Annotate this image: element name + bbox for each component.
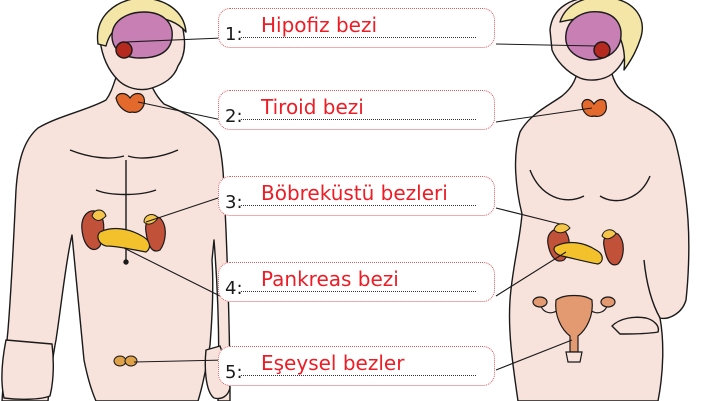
answer-text: Eşeysel bezler	[261, 351, 404, 375]
answer-line	[241, 375, 476, 376]
label-box-4: 4: Pankreas bezi	[218, 262, 495, 302]
female-figure	[509, 0, 688, 401]
label-box-5: 5: Eşeysel bezler	[218, 346, 495, 386]
male-navel	[124, 260, 128, 264]
label-number: 5:	[225, 362, 243, 383]
answer-line	[241, 37, 476, 38]
label-number: 2:	[225, 106, 243, 127]
female-brain	[566, 12, 621, 60]
male-left-hand	[2, 340, 53, 399]
label-number: 3:	[225, 192, 243, 213]
label-box-3: 3: Böbreküstü bezleri	[218, 176, 495, 216]
answer-line	[241, 291, 476, 292]
male-figure	[2, 0, 230, 401]
answer-text: Böbreküstü bezleri	[261, 181, 448, 205]
label-box-1: 1: Hipofiz bezi	[218, 8, 495, 48]
female-pituitary-gland	[594, 42, 610, 58]
label-box-2: 2: Tiroid bezi	[218, 90, 495, 130]
answer-line	[241, 205, 476, 206]
answer-text: Pankreas bezi	[261, 267, 399, 291]
male-pituitary-gland	[116, 42, 132, 58]
label-number: 4:	[225, 278, 243, 299]
label-number: 1:	[225, 24, 243, 45]
answer-line	[241, 119, 476, 120]
answer-text: Tiroid bezi	[261, 95, 364, 119]
answer-text: Hipofiz bezi	[261, 13, 377, 37]
